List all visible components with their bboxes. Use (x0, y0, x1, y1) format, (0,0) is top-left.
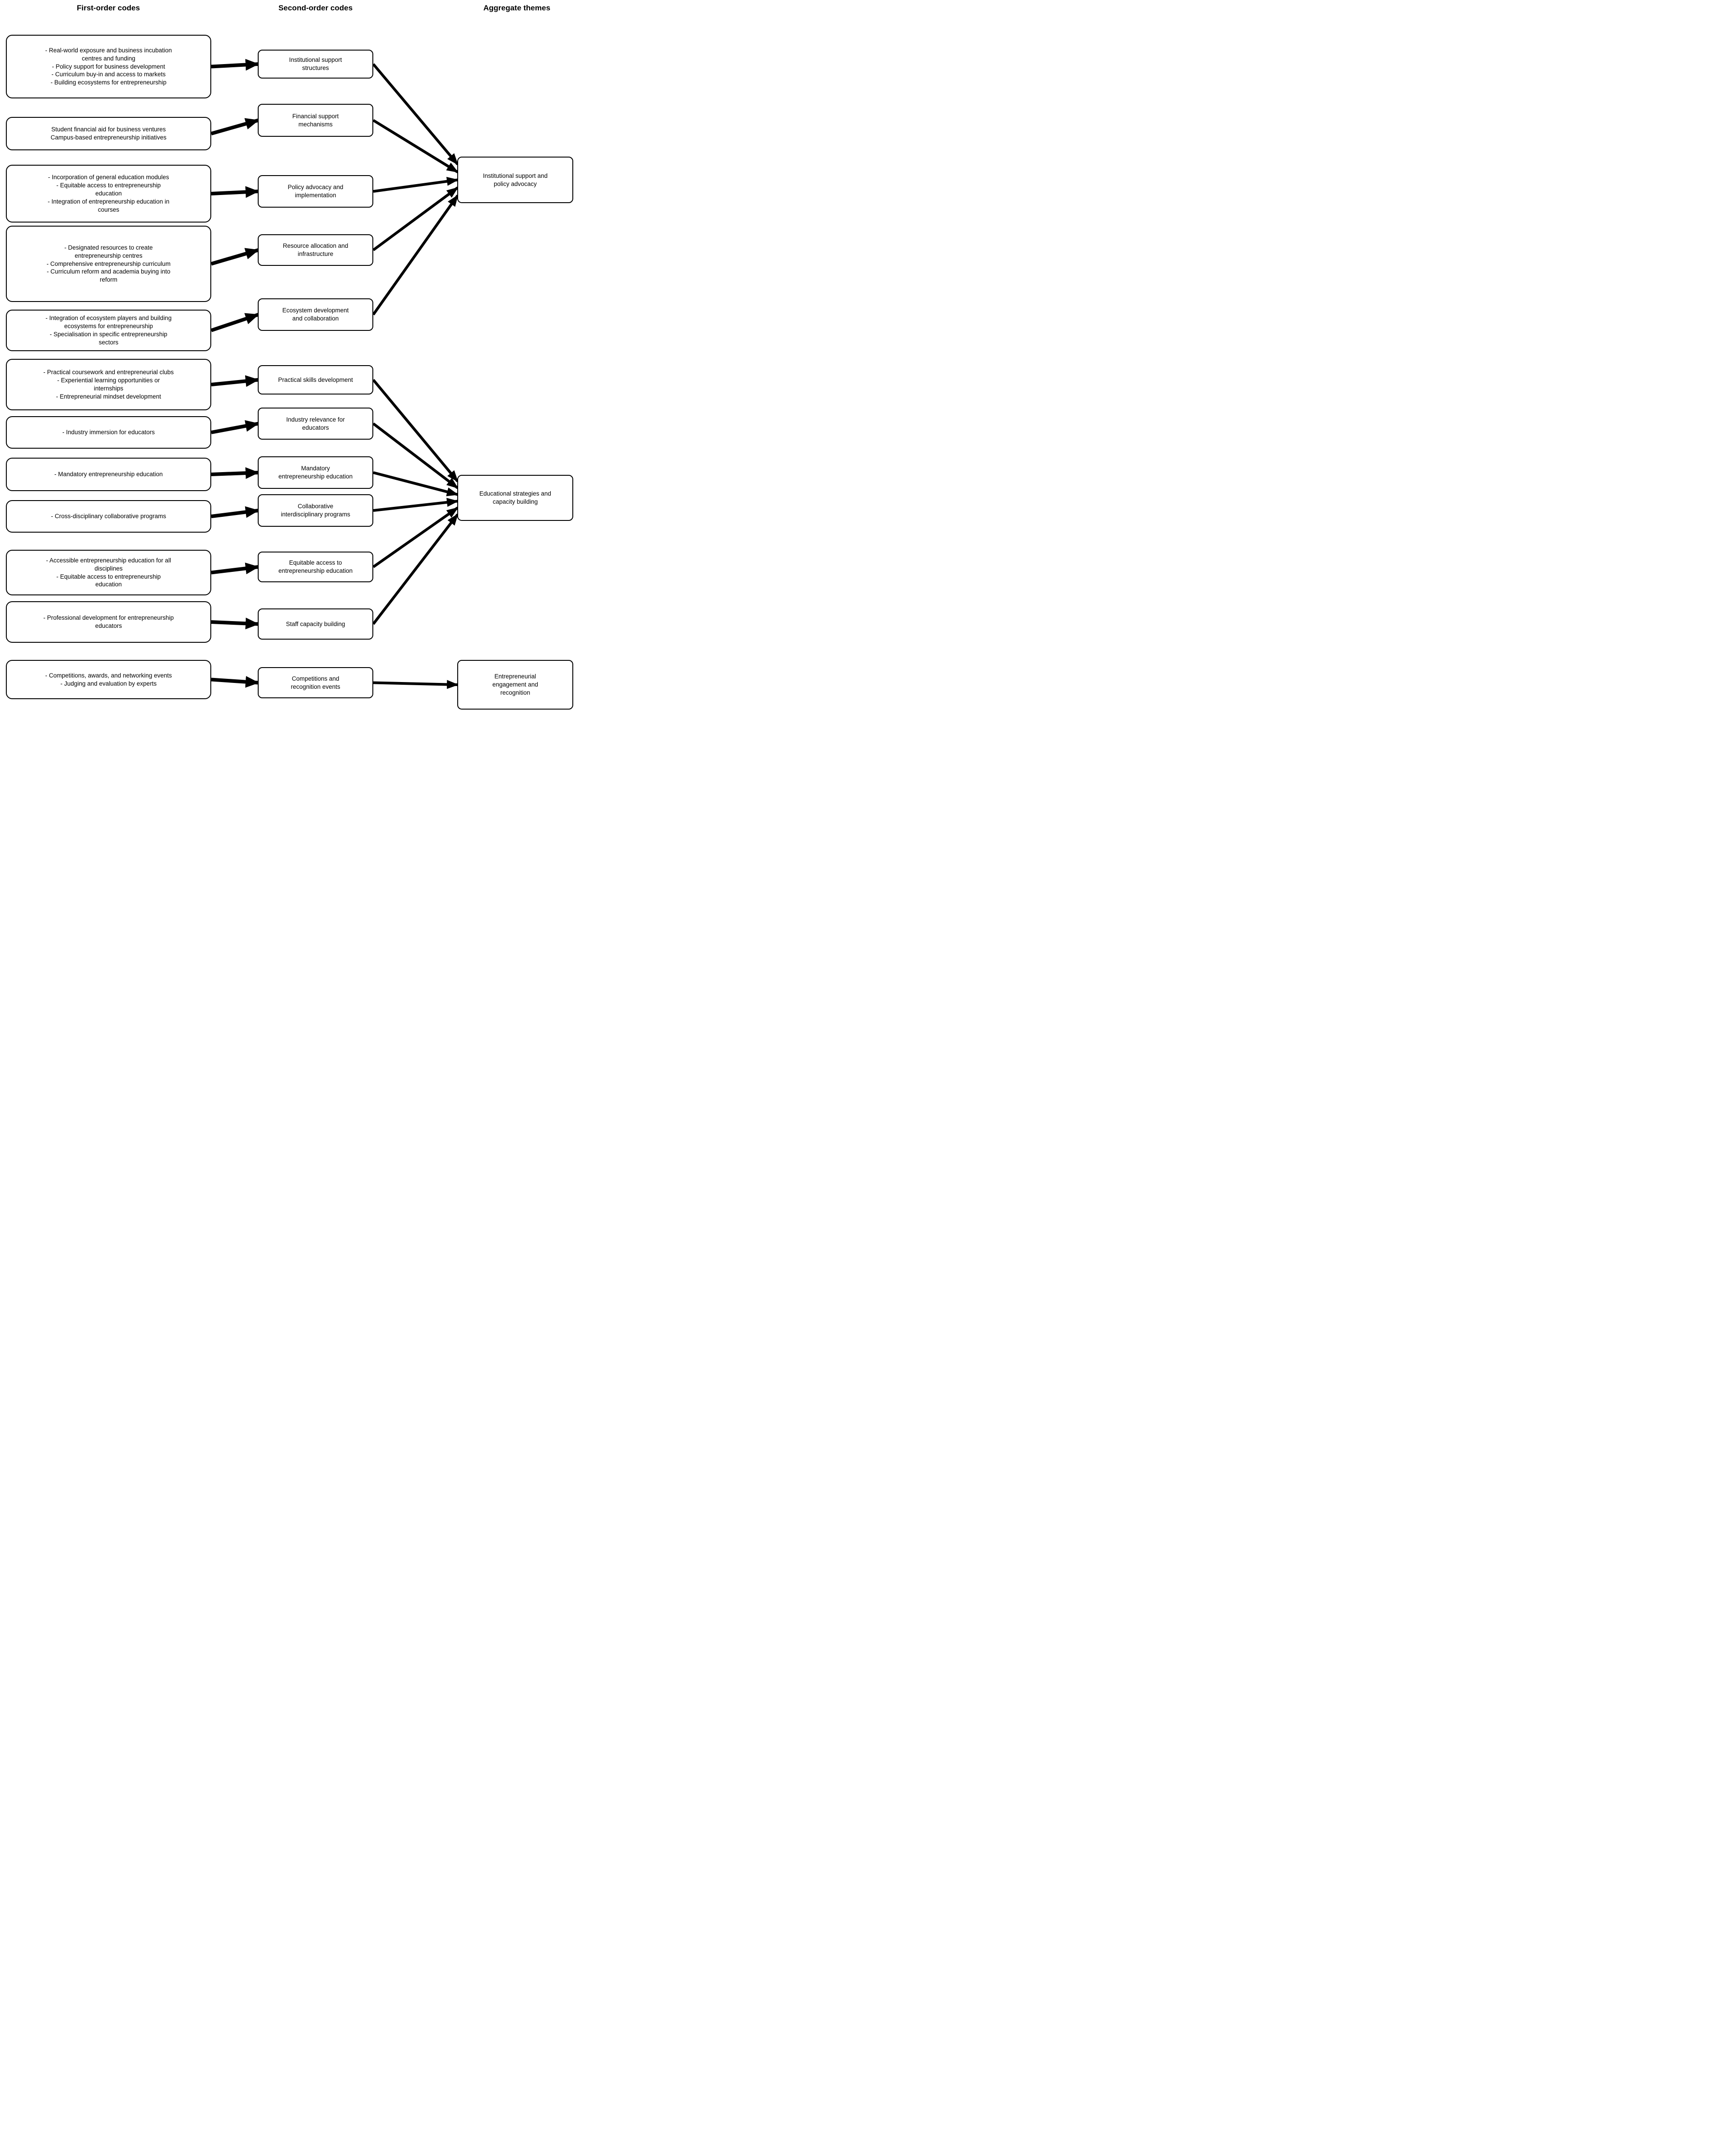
arrow-M10-to-T2 (372, 506, 459, 568)
arrow-M6-to-T2 (372, 379, 459, 483)
second-order-box-staff-capacity-building: Staff capacity building (258, 608, 373, 640)
first-order-box-12-text: - Competitions, awards, and networking e… (45, 672, 172, 687)
first-order-box-3: - Incorporation of general education mod… (6, 165, 211, 223)
column-header-first-order-codes: First-order codes (77, 4, 140, 12)
first-order-box-5-text: - Integration of ecosystem players and b… (45, 315, 172, 346)
second-order-box-institutional-support-structures: Institutional support structures (258, 50, 373, 79)
second-order-box-7-text: Industry relevance for educators (286, 416, 345, 431)
arrow-L4-to-M4 (210, 248, 259, 266)
aggregate-theme-box-educational-strategies-capacity-building: Educational strategies and capacity buil… (457, 475, 573, 521)
aggregate-theme-1-text: Institutional support and policy advocac… (483, 172, 548, 187)
first-order-box-12: - Competitions, awards, and networking e… (6, 660, 211, 699)
first-order-box-8: - Mandatory entrepreneurship education (6, 458, 211, 491)
arrow-M7-to-T2 (372, 422, 459, 489)
second-order-box-3-text: Policy advocacy and implementation (288, 184, 343, 199)
arrow-M3-to-T1 (373, 176, 459, 193)
second-order-box-financial-support-mechanisms: Financial support mechanisms (258, 104, 373, 137)
aggregate-theme-box-entrepreneurial-engagement-recognition: Entrepreneurial engagement and recogniti… (457, 660, 573, 710)
coding-diagram: First-order codes Second-order codes Agg… (0, 0, 579, 712)
second-order-box-equitable-access: Equitable access to entrepreneurship edu… (258, 552, 373, 582)
first-order-box-10-text: - Accessible entrepreneurship education … (46, 557, 171, 588)
second-order-box-9-text: Collaborative interdisciplinary programs (281, 503, 350, 518)
aggregate-theme-box-institutional-support-policy-advocacy: Institutional support and policy advocac… (457, 157, 573, 203)
arrow-M5-to-T1 (372, 195, 459, 316)
arrow-L1-to-M1 (211, 59, 259, 71)
second-order-box-collaborative-interdisciplinary-programs: Collaborative interdisciplinary programs (258, 494, 373, 527)
second-order-box-11-text: Staff capacity building (286, 620, 345, 627)
second-order-box-competitions-recognition-events: Competitions and recognition events (258, 667, 373, 698)
second-order-box-policy-advocacy-implementation: Policy advocacy and implementation (258, 175, 373, 208)
first-order-box-2-text: Student financial aid for business ventu… (51, 126, 167, 141)
second-order-box-4-text: Resource allocation and infrastructure (283, 242, 348, 257)
arrow-M1-to-T1 (372, 63, 459, 166)
first-order-box-11: - Professional development for entrepren… (6, 601, 211, 643)
second-order-box-8-text: Mandatory entrepreneurship education (278, 465, 353, 480)
arrow-L12-to-M12 (211, 676, 259, 688)
arrow-M2-to-T1 (372, 119, 459, 173)
aggregate-theme-2-text: Educational strategies and capacity buil… (479, 490, 552, 505)
first-order-box-7: - Industry immersion for educators (6, 416, 211, 449)
first-order-box-2: Student financial aid for business ventu… (6, 117, 211, 150)
first-order-box-10: - Accessible entrepreneurship education … (6, 550, 211, 595)
arrow-M12-to-T3 (373, 680, 459, 689)
first-order-box-8-text: - Mandatory entrepreneurship education (54, 471, 163, 478)
second-order-box-industry-relevance-educators: Industry relevance for educators (258, 408, 373, 440)
first-order-box-11-text: - Professional development for entrepren… (43, 614, 174, 629)
connector-arrows-layer (210, 59, 459, 689)
first-order-box-5: - Integration of ecosystem players and b… (6, 310, 211, 351)
second-order-box-2-text: Financial support mechanisms (292, 112, 339, 128)
arrow-L8-to-M8 (211, 467, 259, 479)
arrow-L9-to-M9 (211, 506, 259, 518)
arrow-M9-to-T2 (373, 497, 459, 512)
arrow-L6-to-M6 (211, 375, 259, 387)
second-order-box-12-text: Competitions and recognition events (291, 675, 340, 690)
first-order-box-7-text: - Industry immersion for educators (62, 429, 155, 436)
arrow-L11-to-M11 (211, 617, 259, 630)
first-order-box-9: - Cross-disciplinary collaborative progr… (6, 500, 211, 533)
second-order-box-5-text: Ecosystem development and collaboration (282, 307, 349, 322)
second-order-box-10-text: Equitable access to entrepreneurship edu… (278, 559, 353, 574)
aggregate-theme-3-text: Entrepreneurial engagement and recogniti… (492, 673, 538, 696)
first-order-box-1-text: - Real-world exposure and business incub… (45, 46, 172, 86)
arrow-L3-to-M3 (211, 186, 259, 198)
first-order-box-4-text: - Designated resources to create entrepr… (46, 244, 171, 283)
first-order-box-1: - Real-world exposure and business incub… (6, 35, 211, 98)
second-order-box-mandatory-entrepreneurship-education: Mandatory entrepreneurship education (258, 456, 373, 489)
second-order-box-resource-allocation-infrastructure: Resource allocation and infrastructure (258, 234, 373, 266)
second-order-box-practical-skills-development: Practical skills development (258, 365, 373, 395)
first-order-box-6: - Practical coursework and entrepreneuri… (6, 359, 211, 410)
first-order-box-6-text: - Practical coursework and entrepreneuri… (43, 369, 174, 400)
arrow-M4-to-T1 (372, 186, 459, 251)
first-order-box-4: - Designated resources to create entrepr… (6, 226, 211, 302)
first-order-box-3-text: - Incorporation of general education mod… (47, 174, 170, 213)
arrow-L7-to-M7 (211, 420, 259, 434)
second-order-box-6-text: Practical skills development (278, 376, 353, 383)
column-header-aggregate-themes: Aggregate themes (483, 4, 551, 12)
column-header-second-order-codes: Second-order codes (278, 4, 353, 12)
arrow-L2-to-M2 (210, 118, 259, 135)
arrow-L5-to-M5 (210, 313, 259, 332)
arrow-M11-to-T2 (372, 513, 459, 625)
arrow-L10-to-M10 (211, 562, 259, 575)
first-order-box-9-text: - Cross-disciplinary collaborative progr… (51, 513, 167, 520)
second-order-box-1-text: Institutional support structures (289, 56, 342, 71)
arrow-M8-to-T2 (373, 471, 459, 497)
second-order-box-ecosystem-development-collaboration: Ecosystem development and collaboration (258, 298, 373, 331)
